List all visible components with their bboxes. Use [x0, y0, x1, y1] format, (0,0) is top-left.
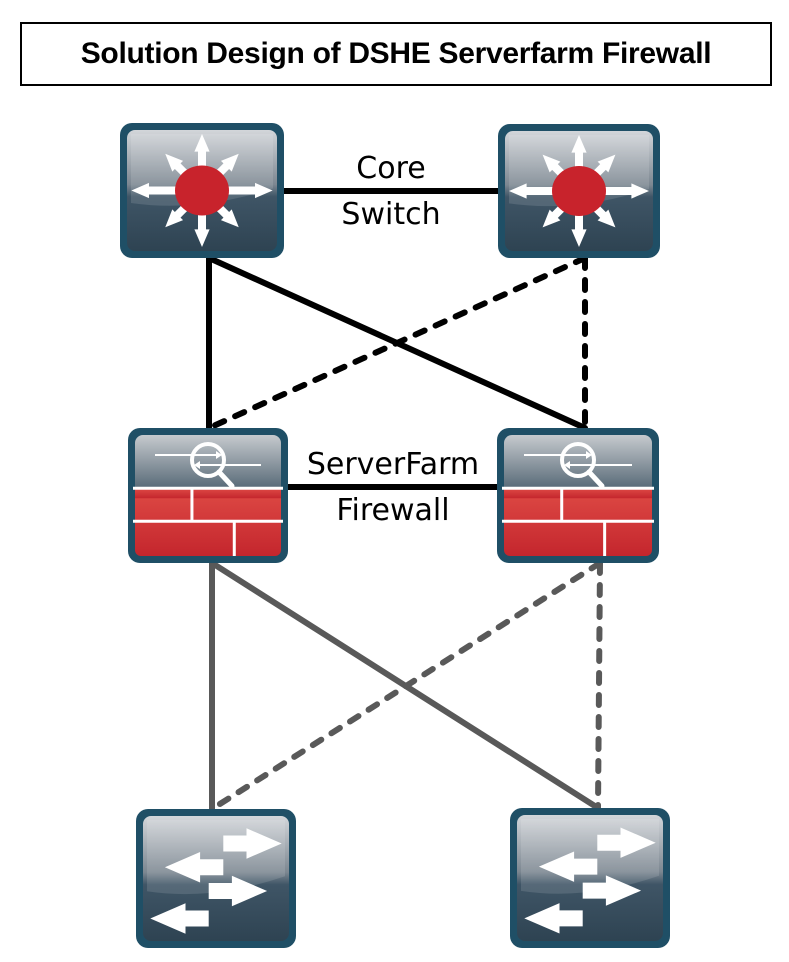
core-dot	[552, 166, 606, 216]
device-fw-left[interactable]	[128, 428, 288, 563]
arrow-glyph	[208, 875, 268, 907]
layer3-switch-icon	[127, 130, 277, 251]
core-switch-label-line2: Switch	[341, 197, 440, 232]
firewall-label-line1: ServerFarm	[307, 447, 479, 482]
link-fw-right-to-access-right	[595, 560, 603, 811]
diagram-title: Solution Design of DSHE Serverfarm Firew…	[80, 37, 712, 70]
arrow-glyph	[582, 875, 642, 906]
layer3-switch-icon	[505, 131, 653, 251]
link-fw-right-to-access-left	[209, 560, 603, 812]
magnifier-icon	[190, 442, 226, 478]
firewall-icon	[133, 435, 283, 556]
arrow-glyph	[597, 827, 656, 858]
link-core-right-to-fw-left	[206, 255, 588, 431]
diagram-title-box: Solution Design of DSHE Serverfarm Firew…	[20, 22, 772, 86]
firewall-label-line2: Firewall	[336, 493, 449, 528]
arrow-glyph	[164, 852, 224, 883]
workgroup-switch-icon	[143, 816, 289, 941]
arrow-glyph	[223, 828, 282, 859]
arrow-glyph	[150, 903, 209, 934]
workgroup-switch-icon	[517, 815, 663, 941]
device-fw-right[interactable]	[497, 428, 659, 563]
device-core-right[interactable]	[498, 124, 660, 258]
device-core-left[interactable]	[120, 123, 284, 258]
device-access-right[interactable]	[510, 808, 670, 948]
links-layer	[206, 188, 603, 812]
device-access-left[interactable]	[136, 809, 296, 948]
firewall-icon	[502, 435, 654, 556]
arrow-glyph	[538, 851, 598, 882]
arrow-glyph	[524, 903, 583, 934]
core-dot	[175, 165, 229, 216]
core-switch-label-line1: Core	[356, 151, 425, 186]
magnifier-icon	[560, 442, 596, 478]
